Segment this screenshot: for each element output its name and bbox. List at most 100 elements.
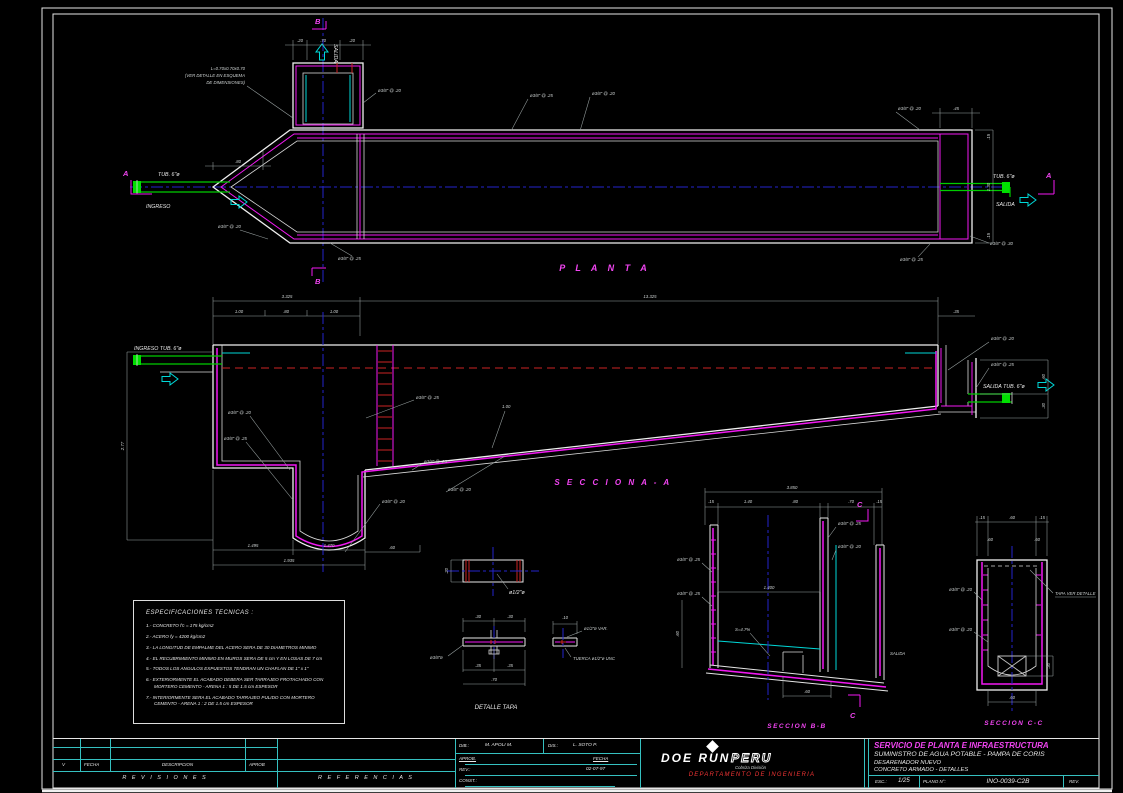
- dim-label: .30: [507, 614, 514, 619]
- table-line: [455, 753, 640, 754]
- revisions-col-v: V: [62, 762, 66, 767]
- section-marker: C: [850, 711, 856, 720]
- rebar-callout: ø3/8" @ .25: [991, 362, 1014, 367]
- spec-item: 7.- INTERIORMENTE SERA EL ACABADO TARRAJ…: [146, 694, 315, 707]
- dim-label: .60: [1009, 515, 1016, 520]
- dis-value: L. SOTO P.: [573, 743, 598, 748]
- specifications-box: ESPECIFICACIONES TECNICAS : 1.- CONCRETO…: [133, 600, 345, 724]
- part-label: TUERCA ø1/2"ø UNC: [573, 656, 616, 661]
- project-name: DESARENADOR NUEVO: [874, 760, 941, 766]
- rebar-callout: ø3/8" @ .25: [677, 557, 700, 562]
- dim-label: .70: [320, 38, 327, 43]
- dim-label: .60: [389, 545, 396, 550]
- dim-label: .35: [953, 309, 960, 314]
- spec-item: 2.- ACERO fy = 4200 kg/cm2: [146, 633, 206, 639]
- rebar-callout: ø3/8" @ .20: [382, 499, 405, 504]
- dim-label: 1.400: [764, 585, 775, 590]
- table-line: [277, 739, 278, 788]
- section-marker: A: [122, 169, 128, 178]
- pipe-label: SALIDA TUB. 6"ø: [983, 384, 1025, 390]
- rebar-callout: ø3/8" @ .20: [218, 224, 241, 229]
- dim-label: .15: [986, 133, 991, 140]
- table-line: [640, 739, 641, 788]
- table-line: [465, 786, 615, 787]
- dim-label: .80: [235, 159, 242, 164]
- rebar-callout: ø3/8" @ .25: [224, 436, 247, 441]
- flow-label: SALIDA: [890, 651, 905, 656]
- pipe-label: TUB. 6"ø: [158, 172, 180, 178]
- spec-item: 5.- TODOS LOS ANGULOS EXPUESTOS TENDRAN …: [146, 666, 309, 672]
- rebar-callout: ø3/8" @ .20: [898, 106, 921, 111]
- title-bar: V FECHA DESCRIPCION APROB R E V I S I O …: [53, 738, 1099, 788]
- rebar-callout: ø3/8" @ .20: [228, 410, 251, 415]
- table-line: [864, 739, 865, 788]
- project-supply: SUMINISTRO DE AGUA POTABLE - PAMPA DE CO…: [874, 751, 1045, 758]
- section-a: 3.325 13.325 1.00 .80 1.00 .35 SALIDA TU…: [120, 294, 1055, 572]
- rebar-callout: ø3/8" @ .25: [416, 395, 439, 400]
- sheet-frame: [41, 7, 1113, 793]
- table-line: [465, 764, 637, 765]
- table-line: [80, 739, 81, 771]
- rebar-callout: ø3/8" @ .25: [900, 257, 923, 262]
- slope-label: S=4.7%: [735, 627, 750, 632]
- dim-label: .70: [848, 499, 855, 504]
- rebar-callout: ø3/8" @ .20: [448, 487, 471, 492]
- flow-label: INGRESO: [146, 204, 170, 210]
- dim-label: .15: [979, 515, 986, 520]
- scale-label: ESC.:: [875, 779, 887, 784]
- table-line: [53, 747, 277, 748]
- dim-label: .20: [349, 38, 356, 43]
- const-label: CONST.:: [459, 778, 477, 783]
- scale-value: 1/25: [898, 778, 910, 784]
- dim-label: 1.935: [284, 558, 295, 563]
- table-line: [868, 775, 1099, 776]
- dim-label: .15: [986, 232, 991, 239]
- company-division: Cobriza División: [735, 765, 767, 770]
- company-name: DOE RUN: [661, 751, 731, 765]
- dim-label: .10: [562, 615, 569, 620]
- dim-label: .30: [1046, 662, 1051, 669]
- note-line: DE DIMENSIONES): [206, 80, 245, 85]
- revisions-col-desc: DESCRIPCION: [161, 762, 194, 767]
- dim-label: 13.325: [643, 294, 657, 299]
- spec-item: 1.- CONCRETO f'c = 175 kg/cm2: [146, 623, 214, 628]
- part-label: ø1/2"ø: [509, 590, 525, 596]
- dim-label: 1.40: [744, 499, 753, 504]
- dim-label: .35: [507, 663, 514, 668]
- fecha-label: FECHA: [593, 756, 609, 761]
- project-subject: CONCRETO ARMADO - DETALLES: [874, 767, 969, 773]
- rebar-callout: ø3/8" @ .25: [530, 93, 553, 98]
- flow-right-arrow-icon: [1019, 193, 1037, 207]
- revisions-col-aprob: APROB: [249, 762, 265, 767]
- rebar-callout: ø3/8" @ .20: [991, 336, 1014, 341]
- dim-label: .60: [804, 689, 811, 694]
- note-line: (VER DETALLE EN ESQUEMA: [185, 73, 245, 78]
- dis-label: DIS.:: [548, 743, 559, 748]
- table-line: [245, 739, 246, 771]
- spec-item: 6.- EXTERIORMENTE EL ACABADO DEBERA SER …: [146, 677, 324, 689]
- flow-label: SALIDA: [332, 44, 338, 63]
- note-label: TAPA VER DETALLE: [1055, 591, 1096, 596]
- company-department: DEPARTAMENTO DE INGENIERIA: [688, 772, 816, 778]
- flow-up-arrow-icon: [315, 43, 329, 61]
- section-b: 3.850 .15 1.40 .80 .70 .15 1.400 .60 S=4…: [675, 485, 905, 730]
- dim-label: .15: [876, 499, 883, 504]
- rebar-callout: ø3/8" @ .25: [838, 521, 861, 526]
- dim-label: .30: [1041, 402, 1046, 409]
- plan-number-value: INO-0039-C2B: [986, 777, 1030, 785]
- rebar-callout: ø3/8" @ .20: [838, 544, 861, 549]
- rebar-callout: ø3/8" @ .25: [424, 459, 447, 464]
- dim-label: 1.30: [986, 182, 991, 191]
- view-title: SECCION C-C: [984, 720, 1043, 727]
- revision-label: REV.: [1069, 779, 1080, 784]
- dim-label: .15: [708, 499, 715, 504]
- dim-label: .35: [475, 663, 482, 668]
- dib-label: DIB.:: [459, 743, 470, 748]
- table-line: [455, 739, 456, 788]
- dim-label: .60: [987, 537, 994, 542]
- plan-view: SALIDA .20 .70 .20 L=0.70x0.70x0.70 (VER…: [122, 17, 1055, 286]
- dim-label: .60: [1034, 537, 1041, 542]
- dim-label: .15: [1039, 515, 1046, 520]
- table-line: [110, 739, 111, 771]
